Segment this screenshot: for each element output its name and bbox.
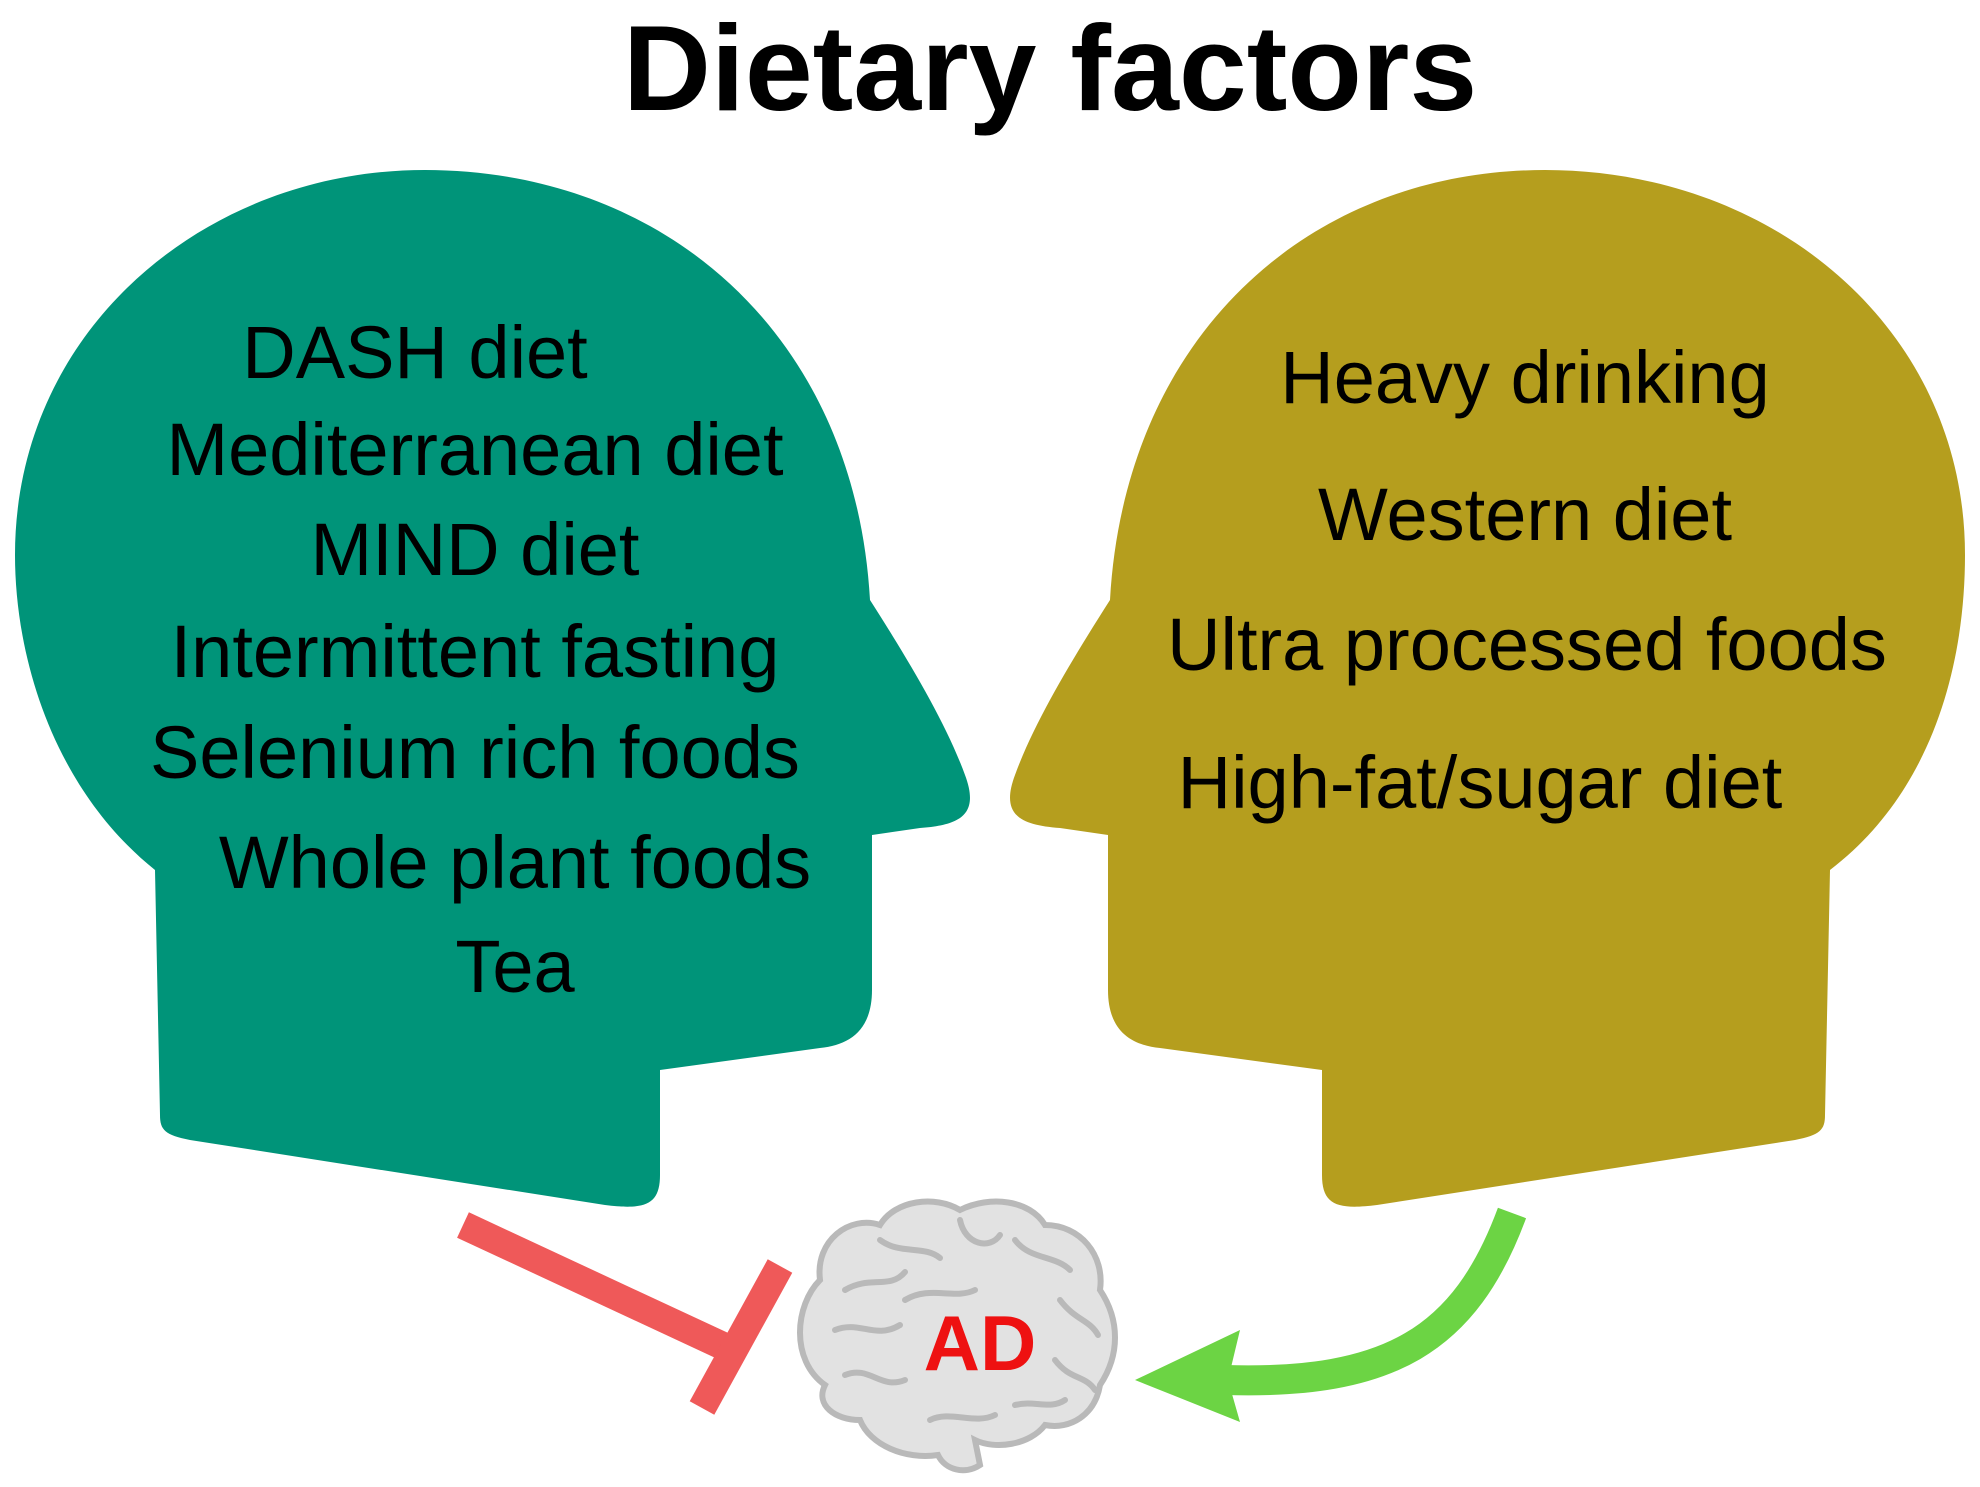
risk-factor: Western diet: [1318, 473, 1732, 556]
protective-factors-list: DASH diet Mediterranean diet MIND diet I…: [150, 311, 811, 1008]
promote-arrow-icon: [1135, 1207, 1527, 1422]
risk-factor: High-fat/sugar diet: [1178, 741, 1783, 824]
protective-factor: MIND diet: [311, 508, 640, 591]
risk-head-icon: [1010, 170, 1965, 1207]
protective-factor: Whole plant foods: [219, 821, 811, 904]
protective-factor: Intermittent fasting: [171, 610, 780, 693]
inhibit-arrow-icon: [457, 1212, 793, 1415]
diagram-title: Dietary factors: [623, 0, 1477, 136]
risk-factor: Heavy drinking: [1280, 336, 1769, 419]
protective-head-icon: [15, 170, 970, 1207]
protective-factor: Selenium rich foods: [150, 711, 800, 794]
protective-factor: DASH diet: [242, 311, 588, 394]
risk-factors-list: Heavy drinking Western diet Ultra proces…: [1167, 336, 1887, 824]
outcome-label: AD: [924, 1299, 1037, 1387]
risk-factor: Ultra processed foods: [1167, 603, 1887, 686]
protective-factor: Tea: [455, 925, 575, 1008]
brain-icon: [797, 1198, 1118, 1474]
protective-factor: Mediterranean diet: [166, 408, 783, 491]
